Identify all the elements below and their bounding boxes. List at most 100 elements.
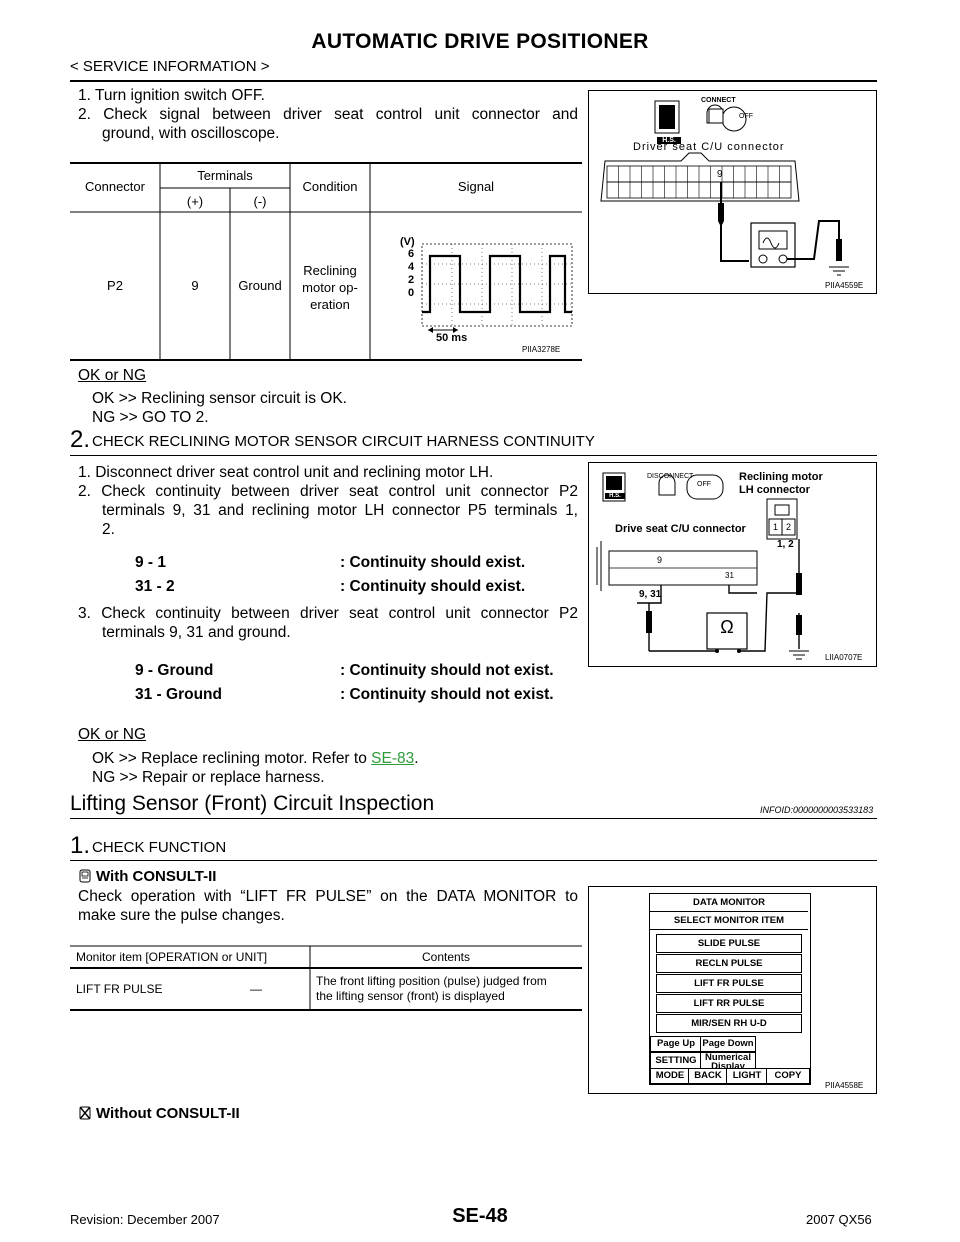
continuity-31-ground-value: : Continuity should not exist.	[340, 686, 554, 703]
waveform-ticks: 6 4 2 0	[408, 248, 414, 300]
step-2-title: CHECK RECLINING MOTOR SENSOR CIRCUIT HAR…	[92, 433, 595, 450]
cell-monitor-item: LIFT FR PULSE	[76, 982, 163, 996]
display-label: Display	[711, 1061, 745, 1072]
step-2-rule	[70, 455, 877, 456]
hs-badge-2: H.S.	[605, 493, 625, 499]
disconnect-label: DISCONNECT	[647, 473, 694, 480]
signal-table-lines	[70, 162, 582, 361]
off-label: OFF	[739, 113, 753, 120]
cell-condition-line2: motor op-	[302, 280, 358, 295]
figure-continuity-graphic	[596, 472, 809, 660]
without-consult-label: Without CONSULT-II	[96, 1105, 240, 1122]
cu-pins-label: 9, 31	[639, 589, 662, 600]
header-rule	[70, 80, 877, 82]
connector-label: Driver seat C/U connector	[633, 141, 785, 153]
col-contents-header: Contents	[421, 950, 471, 964]
cu-pin-9: 9	[657, 555, 663, 565]
ok-result-1: OK >> Reclining sensor circuit is OK.	[92, 390, 347, 407]
ok-result-2-suffix: .	[414, 750, 419, 767]
s2-sub1: 1. Disconnect driver seat control unit a…	[78, 464, 494, 481]
step-1-rule	[70, 860, 877, 861]
waveform-unit: (V)	[400, 236, 415, 248]
okng-label-1: OK or NG	[78, 367, 147, 384]
cell-monitor-dash: —	[250, 982, 262, 996]
monitor-item[interactable]: LIFT FR PULSE	[656, 974, 802, 993]
check-text-line2: make sure the pulse changes.	[78, 907, 285, 924]
monitor-item[interactable]: RECLN PULSE	[656, 954, 802, 973]
figure-code-3: PIIA4558E	[825, 1081, 864, 1090]
waveform-graphic	[421, 243, 573, 333]
monitor-item[interactable]: MIR/SEN RH U-D	[656, 1014, 802, 1033]
connector-pin-9: 9	[717, 169, 723, 180]
step-2-number: 2.	[70, 426, 91, 453]
ok-result-2-prefix: OK >> Replace reclining motor. Refer to	[92, 750, 372, 767]
hs-badge: H.S.	[657, 137, 681, 144]
waveform-tick: 4	[408, 261, 415, 273]
continuity-9-ground-value: : Continuity should not exist.	[340, 662, 554, 679]
light-button[interactable]: LIGHT	[726, 1068, 768, 1084]
page-title: AUTOMATIC DRIVE POSITIONER	[311, 30, 649, 53]
cell-condition-line3: eration	[310, 297, 350, 312]
s2-sub2-line3: 2.	[102, 521, 115, 538]
breadcrumb: < SERVICE INFORMATION >	[70, 58, 270, 75]
motor-label-line1: Reclining motor	[739, 471, 823, 483]
figure-driver-seat-connector: H.S. CONNECT OFF Driver seat C/U connect…	[588, 90, 877, 294]
step-1-text: 1. Turn ignition switch OFF.	[78, 87, 265, 104]
col-plus-header: (+)	[186, 194, 204, 209]
s2-sub2-line2: terminals 9, 31 and reclining motor LH c…	[102, 502, 578, 519]
motor-pin-2: 2	[786, 522, 792, 532]
motor-pin-1: 1	[773, 522, 779, 532]
step-2-text-cont: ground, with oscilloscope.	[102, 125, 280, 142]
waveform-tick: 2	[408, 274, 415, 286]
figure-reclining-motor-continuity: H.S. DISCONNECT OFF Reclining motor LH c…	[588, 462, 877, 667]
col-monitor-item-header: Monitor item [OPERATION or UNIT]	[76, 950, 268, 964]
page-down-button[interactable]: Page Down	[700, 1036, 756, 1052]
monitor-item[interactable]: SLIDE PULSE	[656, 934, 802, 953]
numerical-label: Numerical	[705, 1052, 751, 1063]
se-83-link[interactable]: SE-83	[371, 750, 415, 767]
motor-pins-label: 1, 2	[777, 539, 794, 550]
mode-button[interactable]: MODE	[650, 1068, 690, 1084]
back-button[interactable]: BACK	[688, 1068, 728, 1084]
with-consult-label: With CONSULT-II	[96, 868, 217, 885]
ohm-meter-icon: Ω	[720, 617, 734, 637]
col-connector-header: Connector	[85, 179, 145, 194]
cell-contents: The front lifting position (pulse) judge…	[316, 974, 547, 1004]
step-1-number: 1.	[70, 832, 91, 859]
motor-connector-label: Reclining motor LH connector	[739, 471, 823, 497]
copy-button[interactable]: COPY	[766, 1068, 810, 1084]
connect-label: CONNECT	[701, 97, 736, 104]
s2-sub3-line2: terminals 9, 31 and ground.	[102, 624, 291, 641]
page-number: SE-48	[452, 1205, 508, 1227]
col-terminals-header: Terminals	[197, 168, 253, 183]
cu-connector-label: Drive seat C/U connector	[615, 523, 746, 535]
continuity-31-2-value: : Continuity should exist.	[340, 578, 526, 595]
motor-label-line2: LH connector	[739, 484, 810, 496]
monitor-title: DATA MONITOR	[650, 894, 808, 912]
check-text-line1: Check operation with “LIFT FR PULSE” on …	[78, 888, 578, 905]
monitor-item[interactable]: LIFT RR PULSE	[656, 994, 802, 1013]
ng-result-2: NG >> Repair or replace harness.	[92, 769, 325, 786]
cell-condition-line1: Reclining	[303, 263, 357, 278]
s2-sub3-line1: 3. Check continuity between driver seat …	[78, 605, 578, 622]
cell-condition: Reclining motor op- eration	[290, 262, 370, 313]
continuity-9-ground-label: 9 - Ground	[135, 662, 214, 679]
monitor-table: Monitor item [OPERATION or UNIT] Content…	[70, 940, 582, 1012]
figure-connector-graphic	[600, 100, 849, 276]
continuity-31-2-label: 31 - 2	[135, 578, 175, 595]
col-condition-header: Condition	[302, 179, 358, 194]
ok-result-2: OK >> Replace reclining motor. Refer to …	[92, 749, 419, 769]
figure-code-1: PIIA4559E	[825, 281, 864, 290]
waveform-tick: 0	[408, 287, 415, 299]
info-id: INFOID:0000000003533183	[760, 805, 874, 815]
cell-plus: 9	[191, 278, 199, 293]
section-rule	[70, 818, 877, 819]
cell-contents-line1: The front lifting position (pulse) judge…	[316, 974, 547, 988]
page-up-button[interactable]: Page Up	[650, 1036, 702, 1052]
step-2-text: 2. Check signal between driver seat cont…	[78, 106, 578, 123]
cu-pin-31: 31	[725, 571, 734, 580]
monitor-table-lines	[70, 945, 582, 1011]
section-title: Lifting Sensor (Front) Circuit Inspectio…	[70, 792, 435, 815]
monitor-screen: DATA MONITOR SELECT MONITOR ITEM SLIDE P…	[649, 893, 811, 1085]
step-1-title: CHECK FUNCTION	[92, 839, 227, 856]
